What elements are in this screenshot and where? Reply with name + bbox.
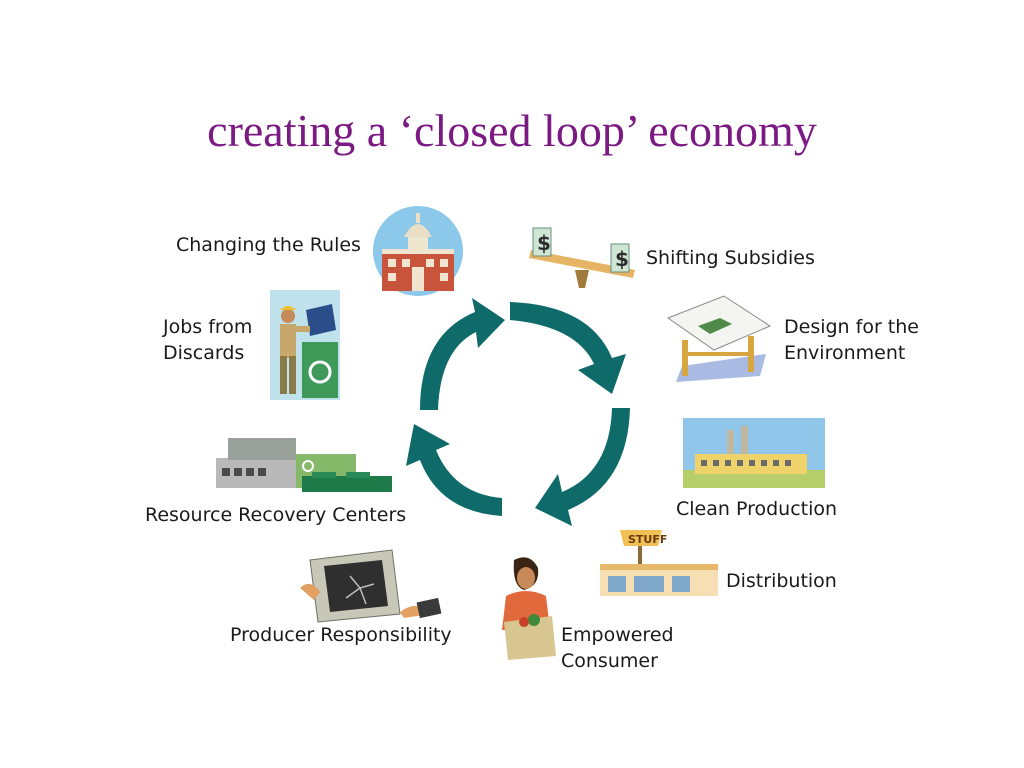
label-resource-recovery-centers: Resource Recovery Centers [145,504,407,526]
label-producer-responsibility: Producer Responsibility [230,624,452,646]
label-clean-production: Clean Production [676,498,838,520]
store-sign-text: STUFF [628,533,667,546]
label-changing-the-rules: Changing the Rules [176,234,361,256]
cycle-arrow-2 [510,302,626,394]
label-distribution: Distribution [726,570,837,592]
cycle-arrows [406,298,630,526]
label-jobs-from-discards: Jobs from Discards [163,316,253,364]
shopper-woman-icon [502,557,556,660]
page-title: creating a ‘closed loop’ economy [207,105,817,156]
recovery-center-icon [216,438,392,492]
capitol-building-icon [373,206,463,296]
label-design-for-the-environment: Design for the Environment [784,316,919,364]
broken-monitor-icon [300,549,442,623]
dollar-sign-left: $ [537,231,551,255]
dollar-sign-right: $ [615,247,629,271]
label-shifting-subsidies: Shifting Subsidies [646,247,815,269]
drafting-table-icon [666,295,772,382]
cycle-arrow-1 [420,298,505,410]
cycle-arrow-3 [535,408,630,526]
recycling-worker-icon [270,290,340,400]
cycle-arrow-4 [406,424,502,516]
label-empowered-consumer: Empowered Consumer [561,624,674,672]
balance-scale-icon: $ $ [529,227,635,288]
store-icon: STUFF [600,530,718,596]
factory-icon [683,418,825,488]
